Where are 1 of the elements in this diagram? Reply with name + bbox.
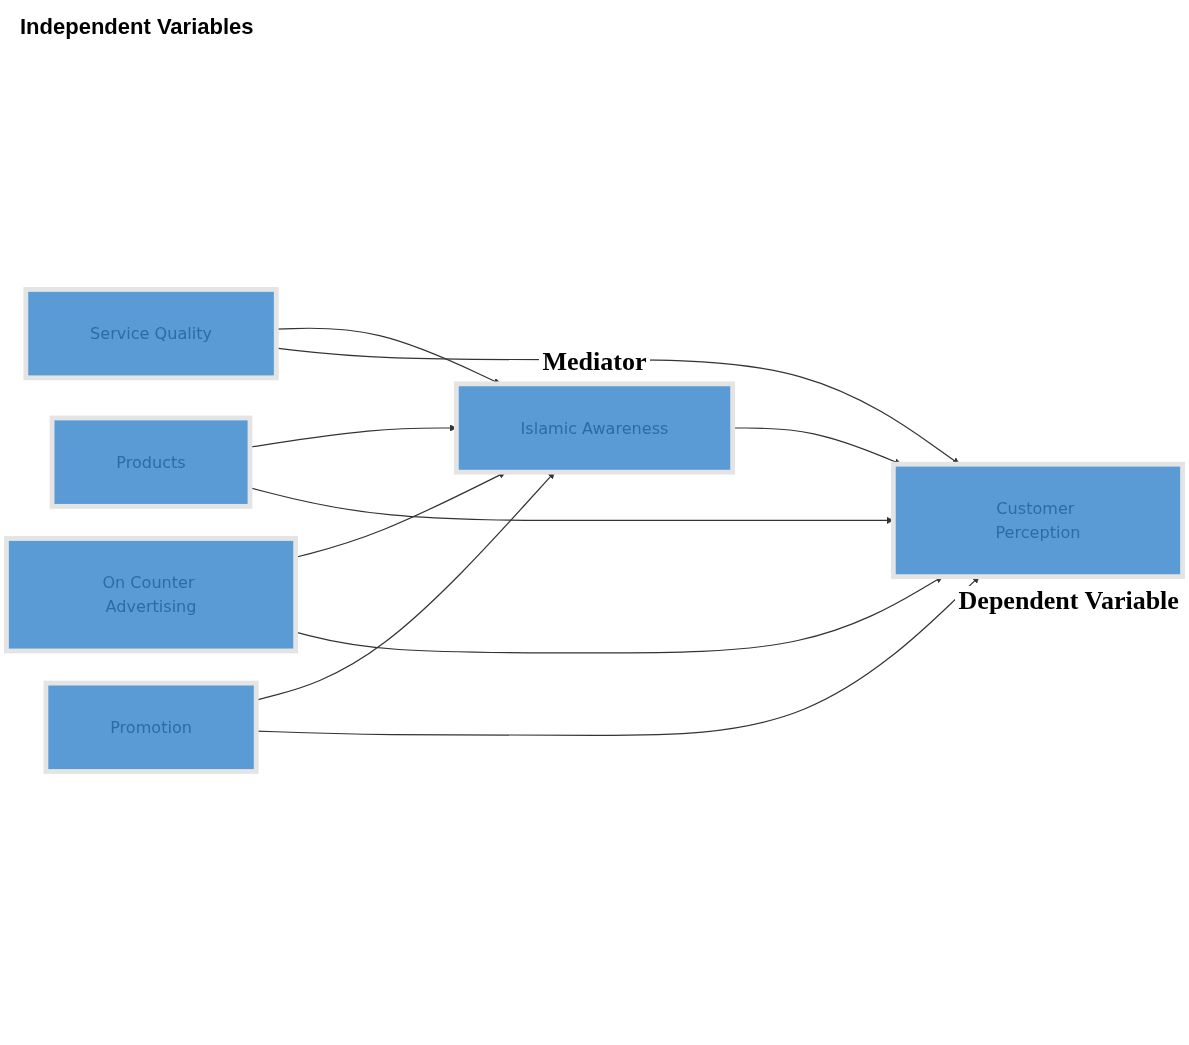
group-heading: Independent Variables	[20, 14, 254, 40]
